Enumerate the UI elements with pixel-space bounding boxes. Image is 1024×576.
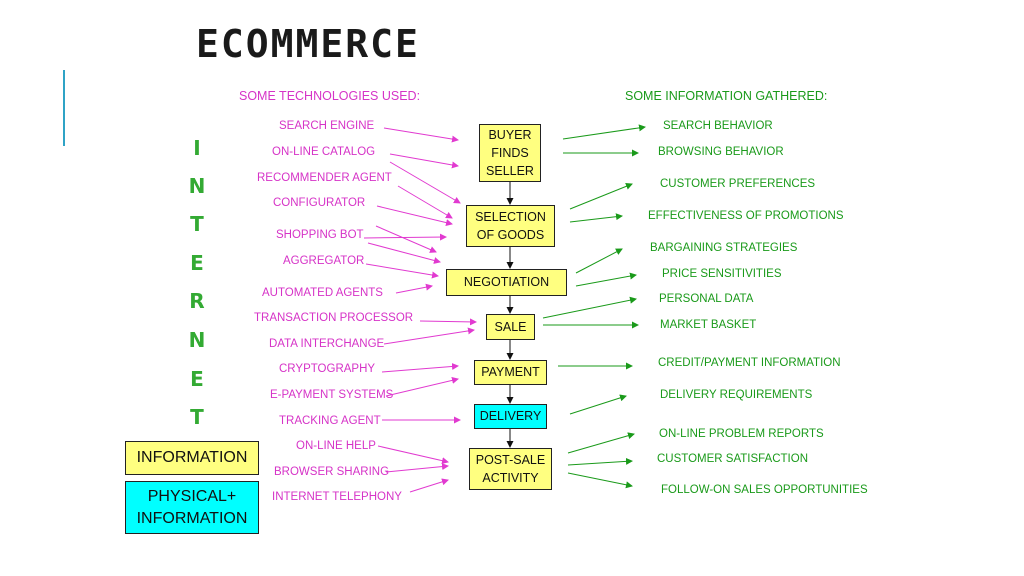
internet-letter: E xyxy=(190,367,204,391)
info-price-sensitivities: PRICE SENSITIVITIES xyxy=(662,268,782,280)
info-arrow xyxy=(567,432,635,454)
tech-internet-telephony: INTERNET TELEPHONY xyxy=(272,491,402,503)
info-customer-satisfaction: CUSTOMER SATISFACTION xyxy=(657,453,809,465)
tech-data-interchange: DATA INTERCHANGE xyxy=(269,338,385,350)
info-arrow xyxy=(575,272,637,287)
tech-transaction-processor: TRANSACTION PROCESSOR xyxy=(254,312,414,324)
info-arrow xyxy=(542,296,637,319)
info-delivery-requirements: DELIVERY REQUIREMENTS xyxy=(660,389,813,401)
tech-online-catalog: ON-LINE CATALOG xyxy=(272,146,376,158)
info-search-behavior: SEARCH BEHAVIOR xyxy=(663,120,773,132)
tech-browser-sharing: BROWSER SHARING xyxy=(274,466,390,478)
page-title: ECOMMERCE xyxy=(196,22,420,66)
technologies-header: SOME TECHNOLOGIES USED: xyxy=(239,89,421,103)
info-arrow xyxy=(569,394,627,415)
info-market-basket: MARKET BASKET xyxy=(660,319,757,331)
tech-arrow xyxy=(389,161,461,204)
tech-arrow xyxy=(383,327,475,345)
stage-negotiation: NEGOTIATION xyxy=(446,269,567,296)
tech-e-payment-systems: E-PAYMENT SYSTEMS xyxy=(270,389,394,401)
tech-arrow xyxy=(409,478,449,493)
info-arrow xyxy=(575,248,623,274)
info-arrow xyxy=(567,457,633,466)
info-personal-data: PERSONAL DATA xyxy=(659,293,754,305)
internet-letter: E xyxy=(190,251,204,275)
tech-recommender-agent: RECOMMENDER AGENT xyxy=(257,172,392,184)
tech-arrow xyxy=(365,263,439,279)
tech-arrow xyxy=(381,362,459,373)
tech-arrow xyxy=(375,225,437,253)
tech-arrow xyxy=(377,445,449,465)
info-arrow xyxy=(569,213,623,223)
tech-shopping-bot: SHOPPING BOT xyxy=(276,229,364,241)
internet-letter: T xyxy=(190,212,204,236)
stage-sale: SALE xyxy=(486,314,535,340)
tech-configurator: CONFIGURATOR xyxy=(273,197,366,209)
info-effectiveness-of-promotions: EFFECTIVENESS OF PROMOTIONS xyxy=(648,210,844,222)
tech-tracking-agent: TRACKING AGENT xyxy=(279,415,381,427)
info-arrow xyxy=(562,124,646,140)
info-arrow xyxy=(567,472,633,489)
tech-automated-agents: AUTOMATED AGENTS xyxy=(262,287,383,299)
tech-arrow xyxy=(419,318,477,326)
accent-bar xyxy=(63,70,65,146)
tech-search-engine: SEARCH ENGINE xyxy=(279,120,375,132)
internet-letter: N xyxy=(188,328,206,352)
stage-payment: PAYMENT xyxy=(474,360,547,385)
info-bargaining-strategies: BARGAINING STRATEGIES xyxy=(650,242,798,254)
tech-arrow xyxy=(389,153,459,169)
legend-physical-information: PHYSICAL+INFORMATION xyxy=(125,481,259,534)
tech-online-help: ON-LINE HELP xyxy=(296,440,376,452)
stage-delivery: DELIVERY xyxy=(474,404,547,429)
tech-arrow xyxy=(363,233,447,241)
info-customer-preferences: CUSTOMER PREFERENCES xyxy=(660,178,816,190)
info-online-problem-reports: ON-LINE PROBLEM REPORTS xyxy=(659,428,824,440)
tech-arrow xyxy=(376,205,453,227)
tech-arrow xyxy=(397,185,453,219)
internet-letter: I xyxy=(193,136,201,160)
legend-information: INFORMATION xyxy=(125,441,259,475)
internet-letter: N xyxy=(188,174,206,198)
info-credit-payment-information: CREDIT/PAYMENT INFORMATION xyxy=(658,357,841,369)
tech-aggregator: AGGREGATOR xyxy=(283,255,365,267)
info-arrow xyxy=(569,182,633,210)
information-header: SOME INFORMATION GATHERED: xyxy=(625,89,828,103)
tech-arrow xyxy=(367,242,441,264)
internet-letter: T xyxy=(190,405,204,429)
tech-arrow xyxy=(385,463,449,473)
internet-letter: R xyxy=(189,289,205,313)
tech-arrow xyxy=(385,376,459,397)
info-browsing-behavior: BROWSING BEHAVIOR xyxy=(658,146,784,158)
tech-arrow xyxy=(383,127,459,143)
tech-cryptography: CRYPTOGRAPHY xyxy=(279,363,376,375)
tech-arrow xyxy=(395,283,433,294)
info-follow-on-sales-opportunities: FOLLOW-ON SALES OPPORTUNITIES xyxy=(661,484,868,496)
